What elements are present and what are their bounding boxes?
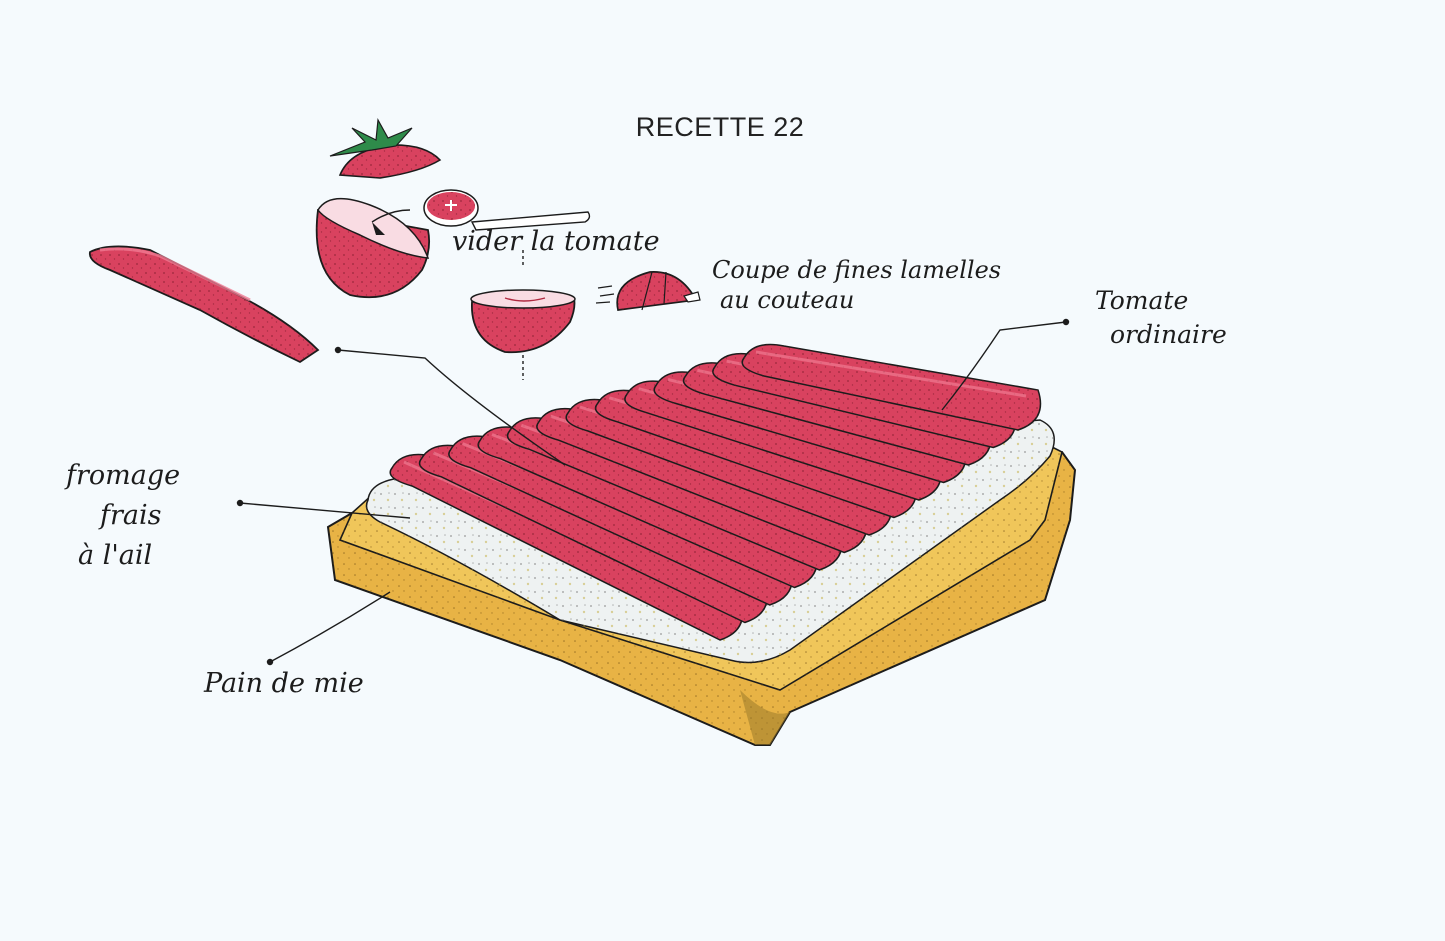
- tomato-slice-texture: [390, 454, 743, 640]
- leaf-icon: [329, 118, 413, 157]
- annotation-dots: [236, 318, 1070, 666]
- spoon-icon: [423, 189, 591, 231]
- label-fromage-line3: à l'ail: [78, 540, 153, 571]
- label-fromage-line2: frais: [100, 500, 162, 531]
- label-coupe-line2: au couteau: [720, 286, 855, 314]
- bread-shadow-edge: [740, 690, 790, 745]
- leader-tomate: [941, 321, 1067, 411]
- label-tomate-line2: ordinaire: [1110, 320, 1227, 349]
- tomato-slice-texture: [742, 344, 1041, 430]
- tomato-slice-highlight: [755, 350, 1027, 398]
- label-vider-la-tomate: vider la tomate: [452, 226, 660, 257]
- label-coupe-line1: Coupe de fines lamelles: [712, 256, 1002, 284]
- label-pain-de-mie: Pain de mie: [204, 668, 364, 699]
- leader-pain: [269, 591, 391, 663]
- slicing-tomato: [595, 271, 701, 311]
- annotation-lines: [239, 209, 1067, 663]
- half-tomato-cut-face: [317, 197, 430, 259]
- leader-fromage: [239, 502, 411, 519]
- tomato-slice-texture: [478, 427, 817, 588]
- tomato-slice-texture: [566, 399, 892, 535]
- tomato-strip: [88, 245, 320, 364]
- leader-strip: [337, 349, 566, 466]
- label-tomate-line1: Tomate: [1095, 286, 1189, 315]
- tomato-slices: [389, 343, 1042, 641]
- half-tomato: [315, 197, 431, 299]
- page-title: RECETTE 22: [635, 112, 805, 142]
- tomato-slice-texture: [419, 445, 768, 623]
- tomato-slice-texture: [536, 408, 867, 553]
- tomato-slice-texture: [448, 436, 793, 605]
- tomato-slice-texture: [507, 417, 842, 570]
- label-fromage-line1: fromage: [66, 460, 181, 491]
- emptied-tomato: [470, 289, 576, 354]
- arrow-to-spoon: [371, 209, 411, 223]
- tomato-cap: [329, 118, 442, 179]
